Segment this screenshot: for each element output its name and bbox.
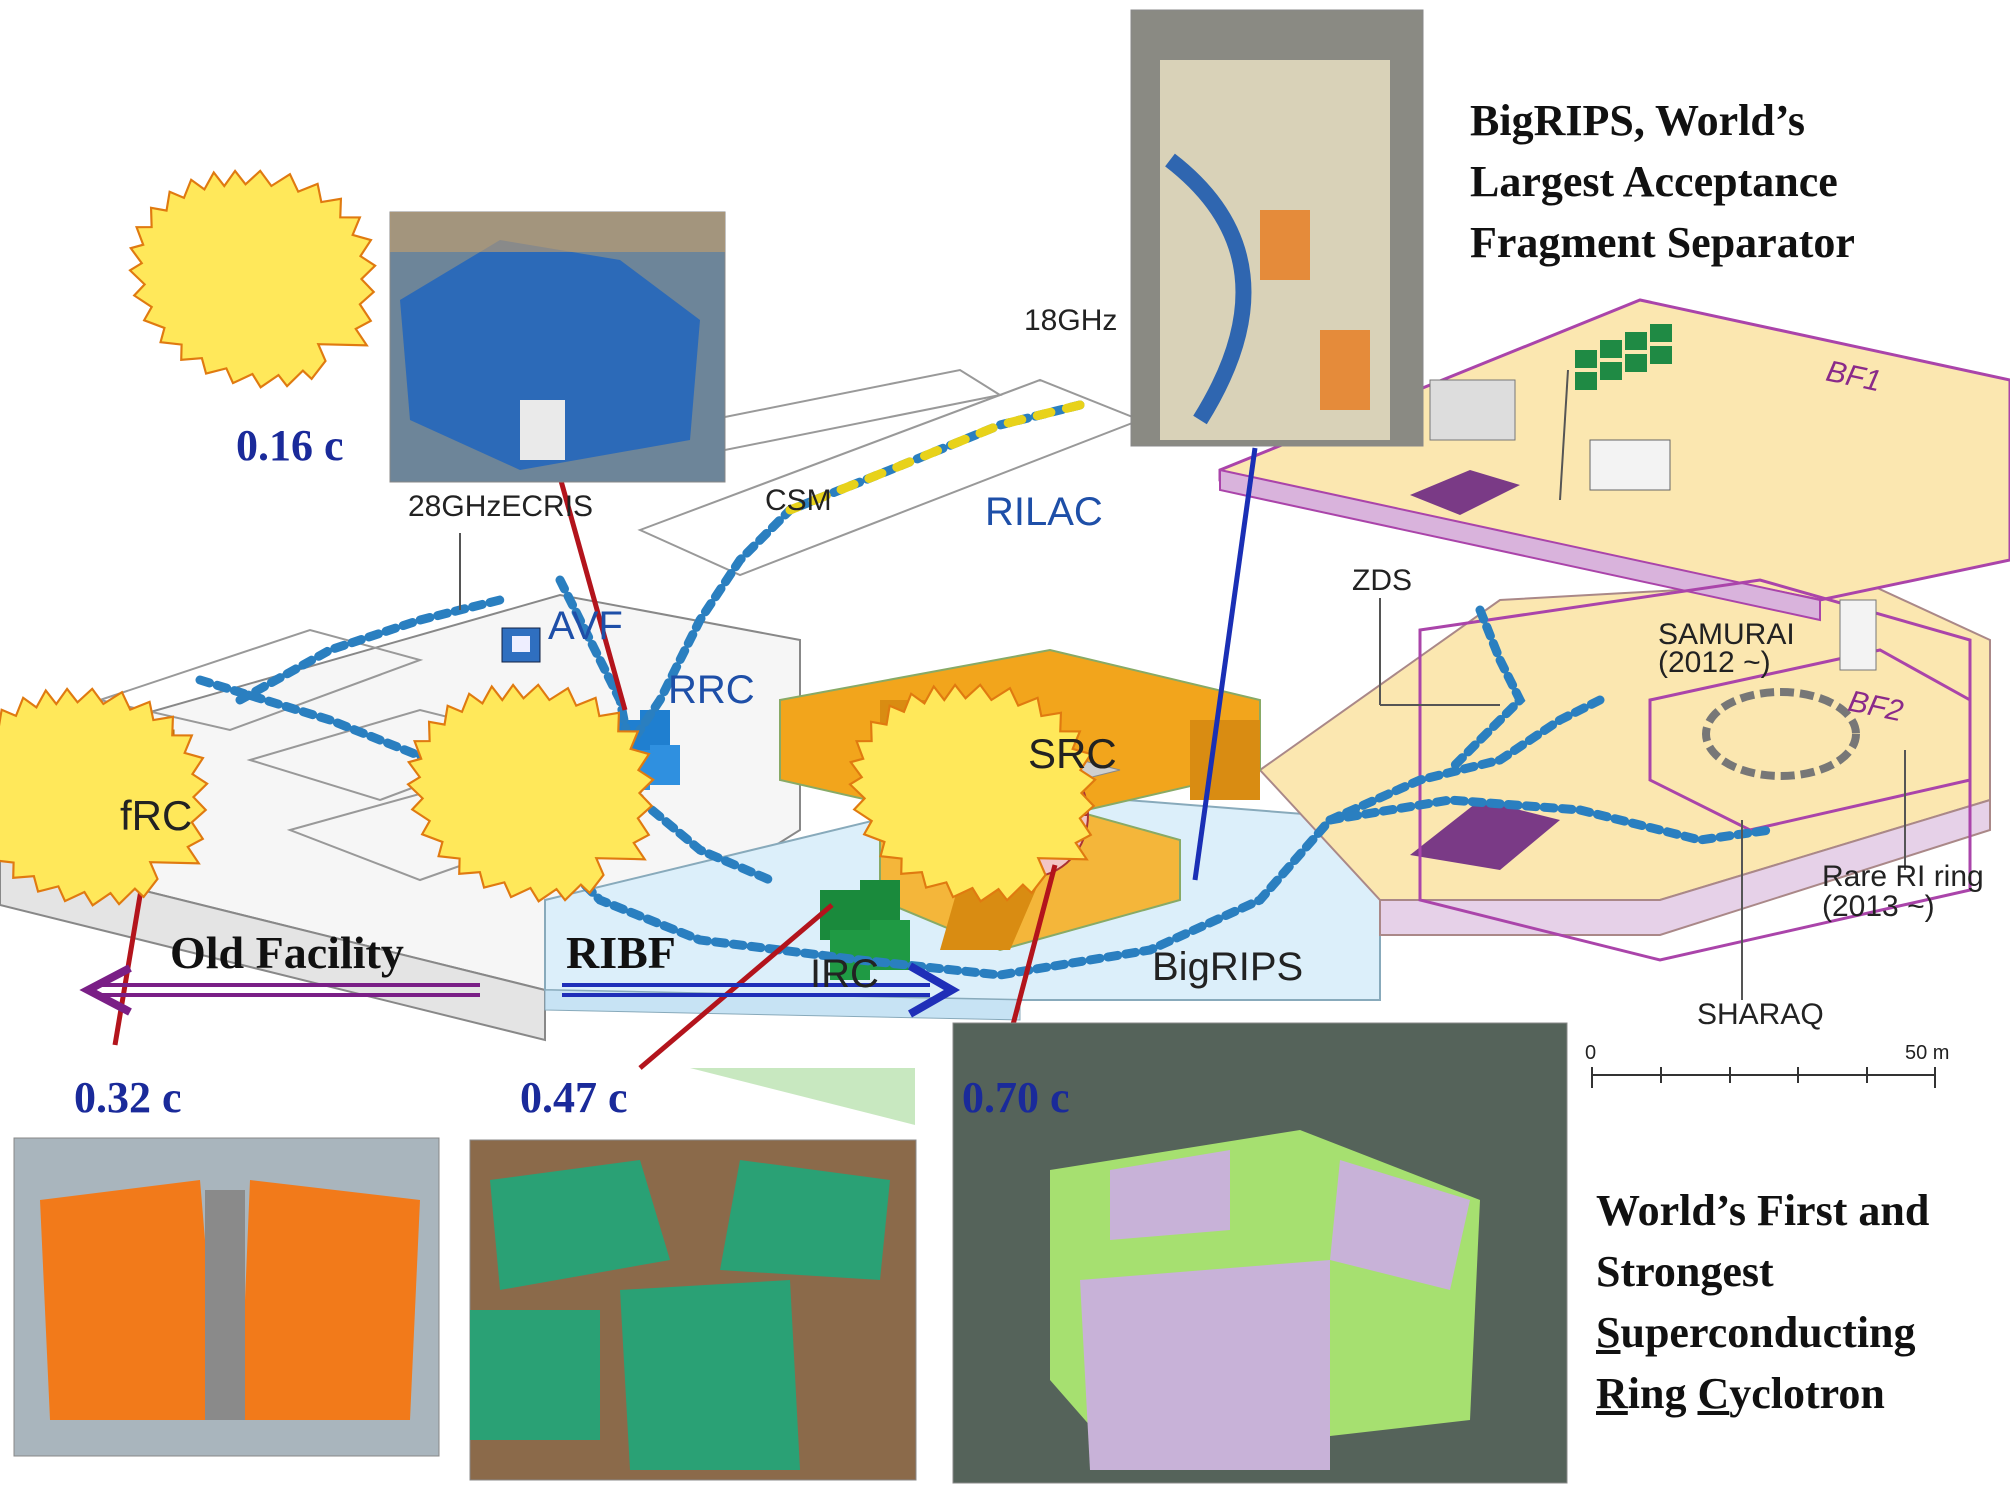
src-caption-yclotron: yclotron bbox=[1729, 1369, 1885, 1418]
label-bigrips: BigRIPS bbox=[1152, 945, 1304, 989]
speed-badge-0-70: 0.70 c bbox=[962, 1073, 1070, 1122]
label-18ghz: 18GHz bbox=[1024, 304, 1118, 337]
bf2-floor bbox=[1418, 578, 1972, 962]
bigrips-caption: BigRIPS, World’s Largest Acceptance Frag… bbox=[1470, 90, 1855, 273]
bigrips-photo bbox=[1130, 9, 1424, 447]
label-src: SRC bbox=[1028, 730, 1117, 777]
label-irc: IRC bbox=[810, 952, 879, 996]
label-avf: AVF bbox=[548, 604, 623, 648]
label-frc: fRC bbox=[120, 792, 193, 839]
src-caption-r: R bbox=[1596, 1369, 1628, 1418]
label-csm: CSM bbox=[765, 484, 832, 517]
scale-bar bbox=[1591, 1067, 1936, 1088]
flow-arrows bbox=[79, 962, 961, 1018]
label-28ghz-ecris: 28GHzECRIS bbox=[408, 490, 594, 523]
label-rare-ri-ring: Rare RI ring bbox=[1822, 860, 1984, 893]
speed-badge-0-32-star bbox=[0, 687, 209, 907]
src-caption-line-2: Strongest bbox=[1596, 1247, 1774, 1296]
scale-bar-end: 50 m bbox=[1905, 1042, 1950, 1064]
label-samurai-year: (2012 ~) bbox=[1658, 646, 1771, 679]
speed-badge-0-16-star bbox=[128, 169, 377, 389]
speed-badge-0-32: 0.32 c bbox=[74, 1073, 182, 1122]
irc-photo bbox=[469, 1139, 917, 1481]
src-caption-uperconducting: uperconducting bbox=[1620, 1308, 1916, 1357]
rrc-photo bbox=[389, 211, 726, 483]
src-caption: World’s First and Strongest Superconduct… bbox=[1596, 1180, 1929, 1424]
speed-badge-0-47: 0.47 c bbox=[520, 1073, 628, 1122]
bf1-floor bbox=[1218, 298, 2010, 622]
bigrips-floor bbox=[1258, 578, 1991, 936]
src-caption-line-3: Superconducting bbox=[1596, 1302, 1929, 1363]
label-sharaq: SHARAQ bbox=[1697, 998, 1824, 1031]
src-caption-s: S bbox=[1596, 1308, 1621, 1357]
label-rrc: RRC bbox=[668, 668, 755, 712]
speed-badge-0-16: 0.16 c bbox=[236, 421, 344, 470]
src-caption-ing: ing bbox=[1627, 1369, 1698, 1418]
bigrips-caption-line-3: Fragment Separator bbox=[1470, 218, 1855, 267]
src-photo bbox=[952, 1022, 1568, 1484]
ribf-label: RIBF bbox=[566, 927, 676, 978]
irc-photo-green-wedge bbox=[690, 1068, 915, 1125]
speed-badge-0-70-star bbox=[848, 683, 1097, 903]
src-caption-line-4: Ring Cyclotron bbox=[1596, 1363, 1929, 1424]
label-rare-ri-year: (2013 ~) bbox=[1822, 890, 1935, 923]
frc-photo bbox=[13, 1137, 440, 1457]
bigrips-caption-line-2: Largest Acceptance bbox=[1470, 157, 1838, 206]
bf1-green-magnets bbox=[1575, 324, 1672, 390]
speed-badge-0-47-star bbox=[406, 683, 655, 903]
src-caption-line-1: World’s First and bbox=[1596, 1186, 1930, 1235]
src-caption-c: C bbox=[1697, 1369, 1730, 1418]
scale-bar-start: 0 bbox=[1585, 1042, 1597, 1064]
avf-cyclotron bbox=[501, 627, 541, 663]
label-samurai: SAMURAI bbox=[1658, 618, 1795, 651]
bigrips-caption-line-1: BigRIPS, World’s bbox=[1470, 96, 1805, 145]
old-facility-label: Old Facility bbox=[170, 927, 404, 978]
label-rilac: RILAC bbox=[985, 490, 1103, 534]
label-zds: ZDS bbox=[1352, 564, 1412, 597]
